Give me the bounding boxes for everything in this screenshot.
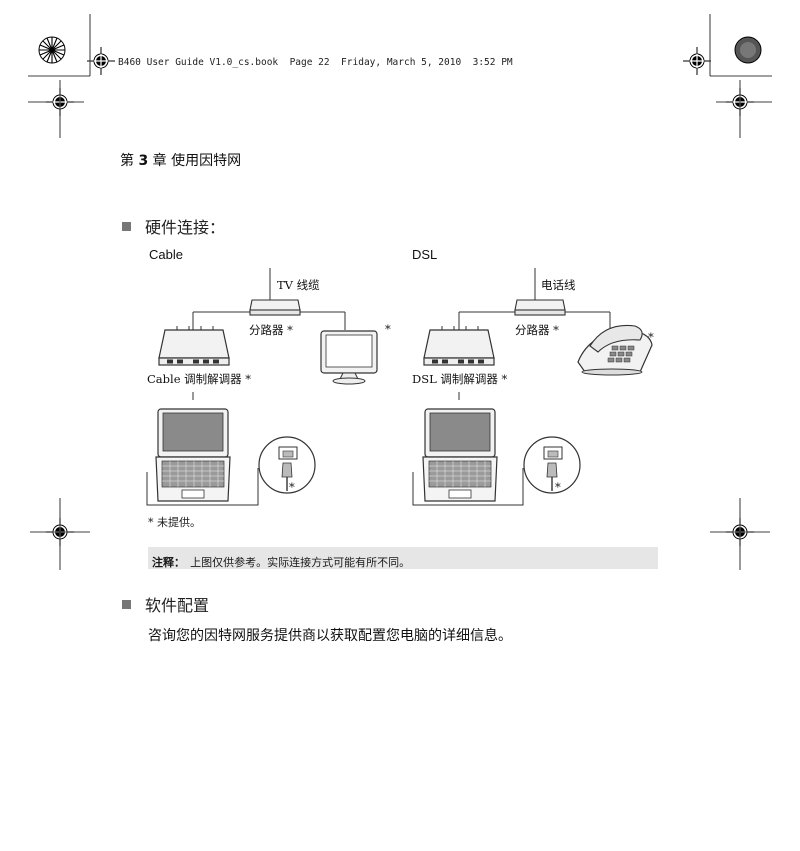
cable-modem [158, 325, 230, 366]
cable-plug-detail [258, 436, 316, 494]
note-label: 注释： [152, 556, 185, 569]
dsl-phone-line-label: 电话线 [541, 278, 576, 292]
bullet-square-icon [122, 222, 131, 231]
cable-tv-line-label: TV 线缆 [277, 278, 320, 292]
cable-splitter-label: 分路器 * [249, 323, 293, 337]
note-text: 上图仅供参考。实际连接方式可能有所不同。 [190, 556, 411, 569]
footnote: * 未提供。 [148, 516, 201, 529]
dsl-heading: DSL [412, 247, 438, 262]
tv-monitor [320, 330, 378, 385]
chapter-number: 3 [138, 153, 149, 169]
phone-star-label: * [648, 330, 654, 344]
dsl-modem [423, 325, 495, 366]
dsl-modem-label: DSL 调制解调器 * [412, 372, 508, 386]
software-text: 咨询您的因特网服务提供商以获取配置您电脑的详细信息。 [148, 628, 512, 644]
dsl-plug-detail [523, 436, 581, 494]
tv-star-label: * [385, 322, 391, 336]
section-software-title: 软件配置 [145, 596, 210, 615]
section-software: 软件配置 [122, 592, 209, 616]
cable-diagram [146, 268, 346, 506]
dsl-splitter-label: 分路器 * [515, 323, 559, 337]
cable-laptop [155, 408, 231, 502]
chapter-name: 使用因特网 [171, 153, 242, 169]
dsl-laptop [422, 408, 498, 502]
cable-plug-star-label: * [289, 480, 295, 494]
telephone [577, 324, 653, 376]
chapter-suffix: 章 [152, 153, 167, 169]
print-header: B460 User Guide V1.0_cs.book Page 22 Fri… [118, 57, 513, 68]
cable-modem-label: Cable 调制解调器 * [147, 372, 252, 386]
cable-splitter [249, 299, 301, 316]
note-box: 注释： 上图仅供参考。实际连接方式可能有所不同。 [148, 547, 658, 569]
cable-heading: Cable [149, 247, 183, 262]
section-hardware: 硬件连接： [122, 214, 225, 238]
chapter-prefix: 第 [120, 153, 134, 169]
chapter-title: 第 3 章 使用因特网 [120, 150, 241, 170]
section-hardware-title: 硬件连接： [145, 218, 226, 237]
bullet-square-icon [122, 600, 131, 609]
dsl-plug-star-label: * [555, 480, 561, 494]
registration-marks [28, 14, 772, 570]
dsl-splitter [514, 299, 566, 316]
